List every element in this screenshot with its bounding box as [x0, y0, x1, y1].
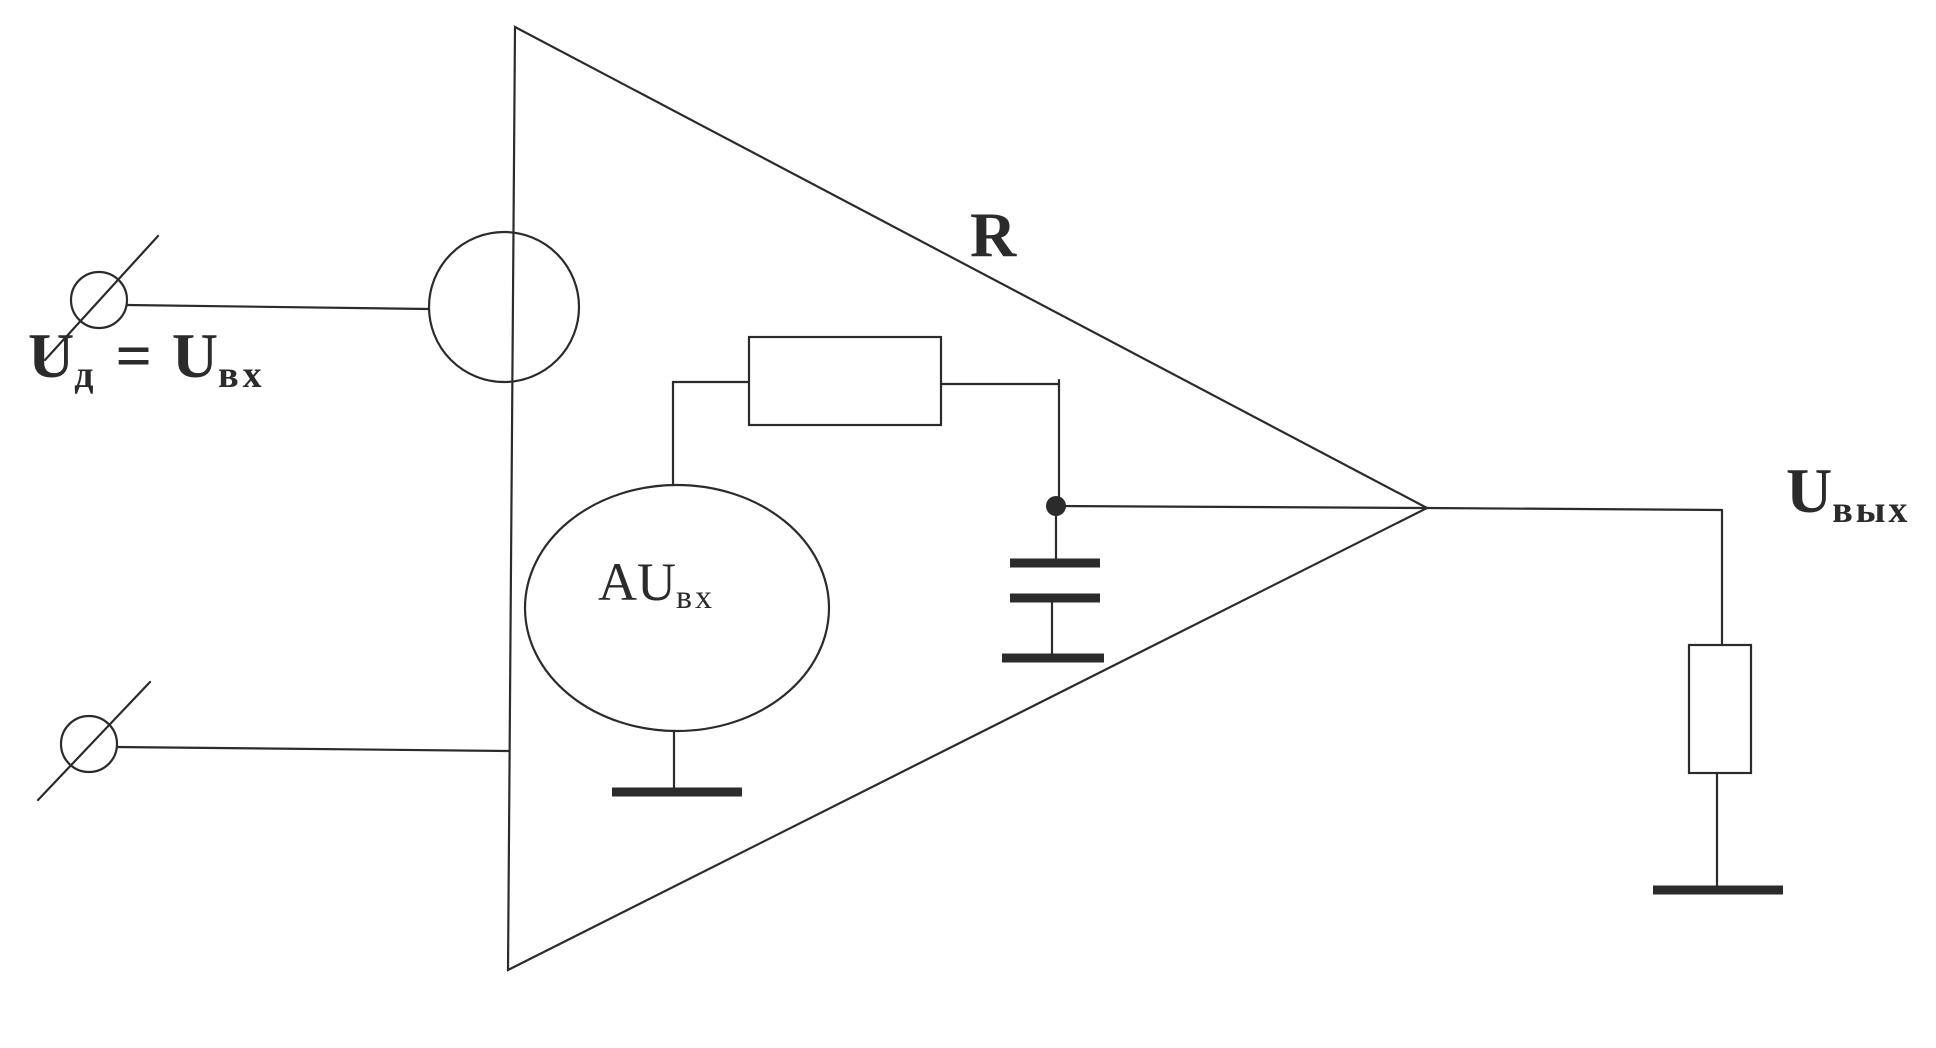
input-resistance-circle [427, 230, 581, 384]
label-input-u2: U [172, 320, 218, 391]
output-resistor [747, 335, 1061, 508]
label-source-sub: вх [676, 579, 715, 616]
label-source-main: AU [598, 552, 676, 612]
output-capacitor [1002, 504, 1104, 663]
label-source: AUвх [598, 552, 715, 616]
label-input-eq: = [115, 320, 151, 391]
svg-text:Uд=Uвх: Uд = Uвх [28, 320, 266, 396]
output-wire [1054, 504, 1429, 510]
svg-text:AUвх: AUвх [598, 552, 715, 616]
input-terminal-bottom [36, 680, 510, 802]
svg-text:Uвых: Uвых [1786, 455, 1910, 531]
label-input-voltage: Uд = Uвх [28, 320, 266, 396]
label-input-u1: U [28, 320, 74, 391]
label-output-main: U [1786, 455, 1832, 526]
load-resistor [1425, 506, 1783, 895]
input-terminal-top [43, 234, 431, 362]
label-input-sub1: д [74, 354, 93, 396]
label-output-voltage: Uвых [1786, 455, 1910, 531]
controlled-voltage-source [523, 380, 831, 797]
label-input-sub2: вх [218, 354, 266, 396]
amplifier-triangle [506, 25, 1430, 972]
label-output-sub: вых [1832, 489, 1910, 531]
label-resistance: R [970, 199, 1017, 270]
